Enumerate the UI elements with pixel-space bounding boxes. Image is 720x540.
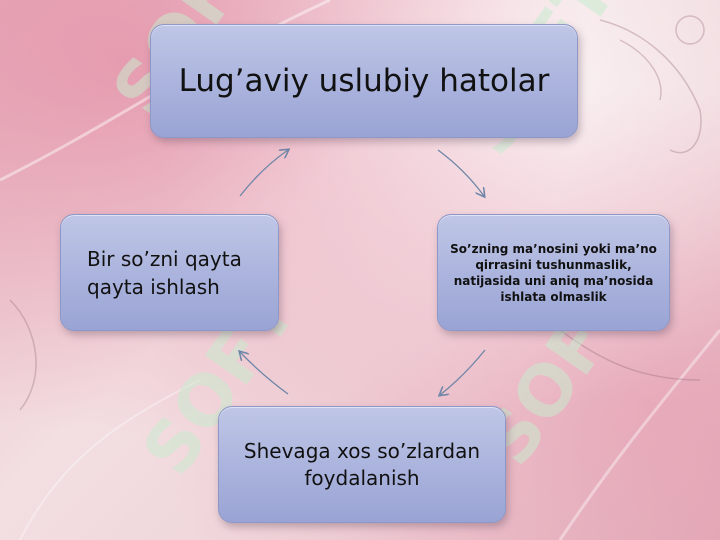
node-label-top: Lug’aviy uslubiy hatolar xyxy=(178,63,550,99)
node-label-right: So’zning ma’nosini yoki ma’no qirrasini … xyxy=(450,241,657,304)
node-label-left: Bir so’zni qayta qayta ishlash xyxy=(87,246,242,299)
arrow-right-to-bottom xyxy=(440,349,486,395)
cycle-node-left: Bir so’zni qayta qayta ishlash xyxy=(60,214,279,331)
arrow-top-to-right xyxy=(437,149,484,196)
arrow-left-to-top xyxy=(239,150,288,197)
node-label-bottom: Shevaga xos so’zlardan foydalanish xyxy=(243,438,481,490)
arrow-bottom-to-left xyxy=(240,352,289,395)
cycle-node-top: Lug’aviy uslubiy hatolar xyxy=(150,24,578,138)
cycle-node-right: So’zning ma’nosini yoki ma’no qirrasini … xyxy=(437,214,670,331)
cycle-node-bottom: Shevaga xos so’zlardan foydalanish xyxy=(218,406,506,523)
